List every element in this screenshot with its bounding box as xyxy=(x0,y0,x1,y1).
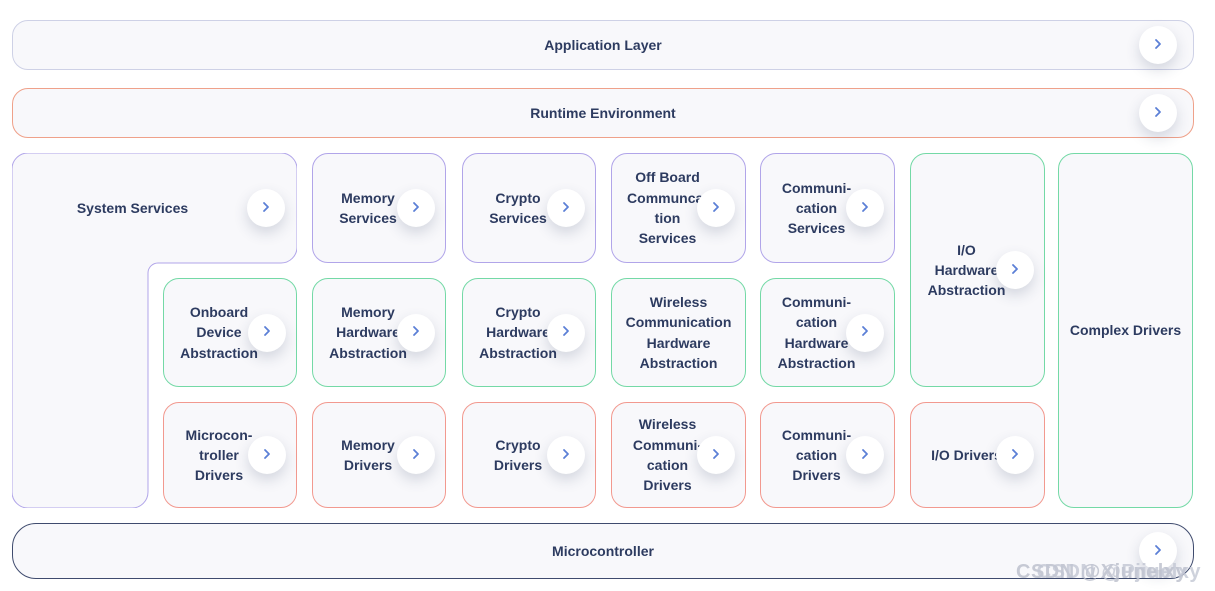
chevron-right-icon xyxy=(559,447,573,464)
chevron-right-icon xyxy=(858,324,872,341)
communication-services-box[interactable]: Communi- cation Services xyxy=(760,153,895,263)
chevron-right-icon xyxy=(1151,105,1165,122)
wireless-communication-hardware-abstraction-box[interactable]: Wireless Communication Hardware Abstract… xyxy=(611,278,746,387)
communication-hardware-abstraction-box[interactable]: Communi- cation Hardware Abstraction xyxy=(760,278,895,387)
application-layer-label: Application Layer xyxy=(544,36,662,53)
microcontroller-drivers-box[interactable]: Microcon- troller Drivers xyxy=(163,402,297,508)
chevron-right-icon xyxy=(1008,447,1022,464)
chevron-right-icon xyxy=(559,200,573,217)
runtime-environment-box[interactable]: Runtime Environment xyxy=(12,88,1194,138)
chevron-right-icon xyxy=(409,200,423,217)
chevron-right-icon xyxy=(409,447,423,464)
communication-drivers-expand-button[interactable] xyxy=(846,436,884,474)
chevron-right-icon xyxy=(260,447,274,464)
io-hardware-abstraction-box[interactable]: I/O Hardware Abstraction xyxy=(910,153,1045,387)
communication-services-expand-button[interactable] xyxy=(846,189,884,227)
chevron-right-icon xyxy=(409,324,423,341)
wireless-communication-drivers-box[interactable]: Wireless Communi- cation Drivers xyxy=(611,402,746,508)
microcontroller-drivers-expand-button[interactable] xyxy=(248,436,286,474)
chevron-right-icon xyxy=(1008,262,1022,279)
chevron-right-icon xyxy=(709,200,723,217)
crypto-services-box[interactable]: Crypto Services xyxy=(462,153,596,263)
chevron-right-icon xyxy=(858,447,872,464)
offboard-communication-services-expand-button[interactable] xyxy=(697,189,735,227)
wireless-communication-drivers-expand-button[interactable] xyxy=(697,436,735,474)
offboard-communication-services-box[interactable]: Off Board Communca- tion Services xyxy=(611,153,746,263)
system-services-expand-button[interactable] xyxy=(247,189,285,227)
communication-drivers-box[interactable]: Communi- cation Drivers xyxy=(760,402,895,508)
microcontroller-box[interactable]: Microcontroller xyxy=(12,523,1194,579)
communication-hardware-abstraction-expand-button[interactable] xyxy=(846,313,884,352)
chevron-right-icon xyxy=(260,324,274,341)
chevron-right-icon xyxy=(1151,543,1165,560)
complex-drivers-box[interactable]: Complex Drivers xyxy=(1058,153,1193,508)
memory-drivers-expand-button[interactable] xyxy=(397,436,435,474)
system-services-label: System Services xyxy=(76,199,189,216)
crypto-drivers-expand-button[interactable] xyxy=(547,436,585,474)
memory-hardware-abstraction-expand-button[interactable] xyxy=(397,313,435,352)
onboard-device-abstraction-box[interactable]: Onboard Device Abstraction xyxy=(163,278,297,387)
application-layer-box[interactable]: Application Layer xyxy=(12,20,1194,70)
runtime-environment-expand-button[interactable] xyxy=(1139,94,1177,132)
crypto-hardware-abstraction-box[interactable]: Crypto Hardware Abstraction xyxy=(462,278,596,387)
io-hardware-abstraction-expand-button[interactable] xyxy=(996,251,1034,289)
crypto-drivers-box[interactable]: Crypto Drivers xyxy=(462,402,596,508)
wireless-communication-hardware-abstraction-label: Wireless Communication Hardware Abstract… xyxy=(625,293,732,371)
io-drivers-expand-button[interactable] xyxy=(996,436,1034,474)
crypto-hardware-abstraction-expand-button[interactable] xyxy=(547,313,585,352)
chevron-right-icon xyxy=(559,324,573,341)
runtime-environment-label: Runtime Environment xyxy=(530,104,676,121)
chevron-right-icon xyxy=(858,200,872,217)
application-layer-expand-button[interactable] xyxy=(1139,26,1177,64)
chevron-right-icon xyxy=(709,447,723,464)
memory-services-box[interactable]: Memory Services xyxy=(312,153,446,263)
memory-hardware-abstraction-box[interactable]: Memory Hardware Abstraction xyxy=(312,278,446,387)
system-services-box[interactable]: System Services xyxy=(12,153,297,263)
memory-services-expand-button[interactable] xyxy=(397,189,435,227)
complex-drivers-label: Complex Drivers xyxy=(1069,322,1182,339)
chevron-right-icon xyxy=(259,200,273,217)
memory-drivers-box[interactable]: Memory Drivers xyxy=(312,402,446,508)
onboard-device-abstraction-expand-button[interactable] xyxy=(248,313,286,352)
crypto-services-expand-button[interactable] xyxy=(547,189,585,227)
io-drivers-box[interactable]: I/O Drivers xyxy=(910,402,1045,508)
microcontroller-expand-button[interactable] xyxy=(1139,532,1177,570)
chevron-right-icon xyxy=(1151,37,1165,54)
microcontroller-label: Microcontroller xyxy=(552,542,654,559)
